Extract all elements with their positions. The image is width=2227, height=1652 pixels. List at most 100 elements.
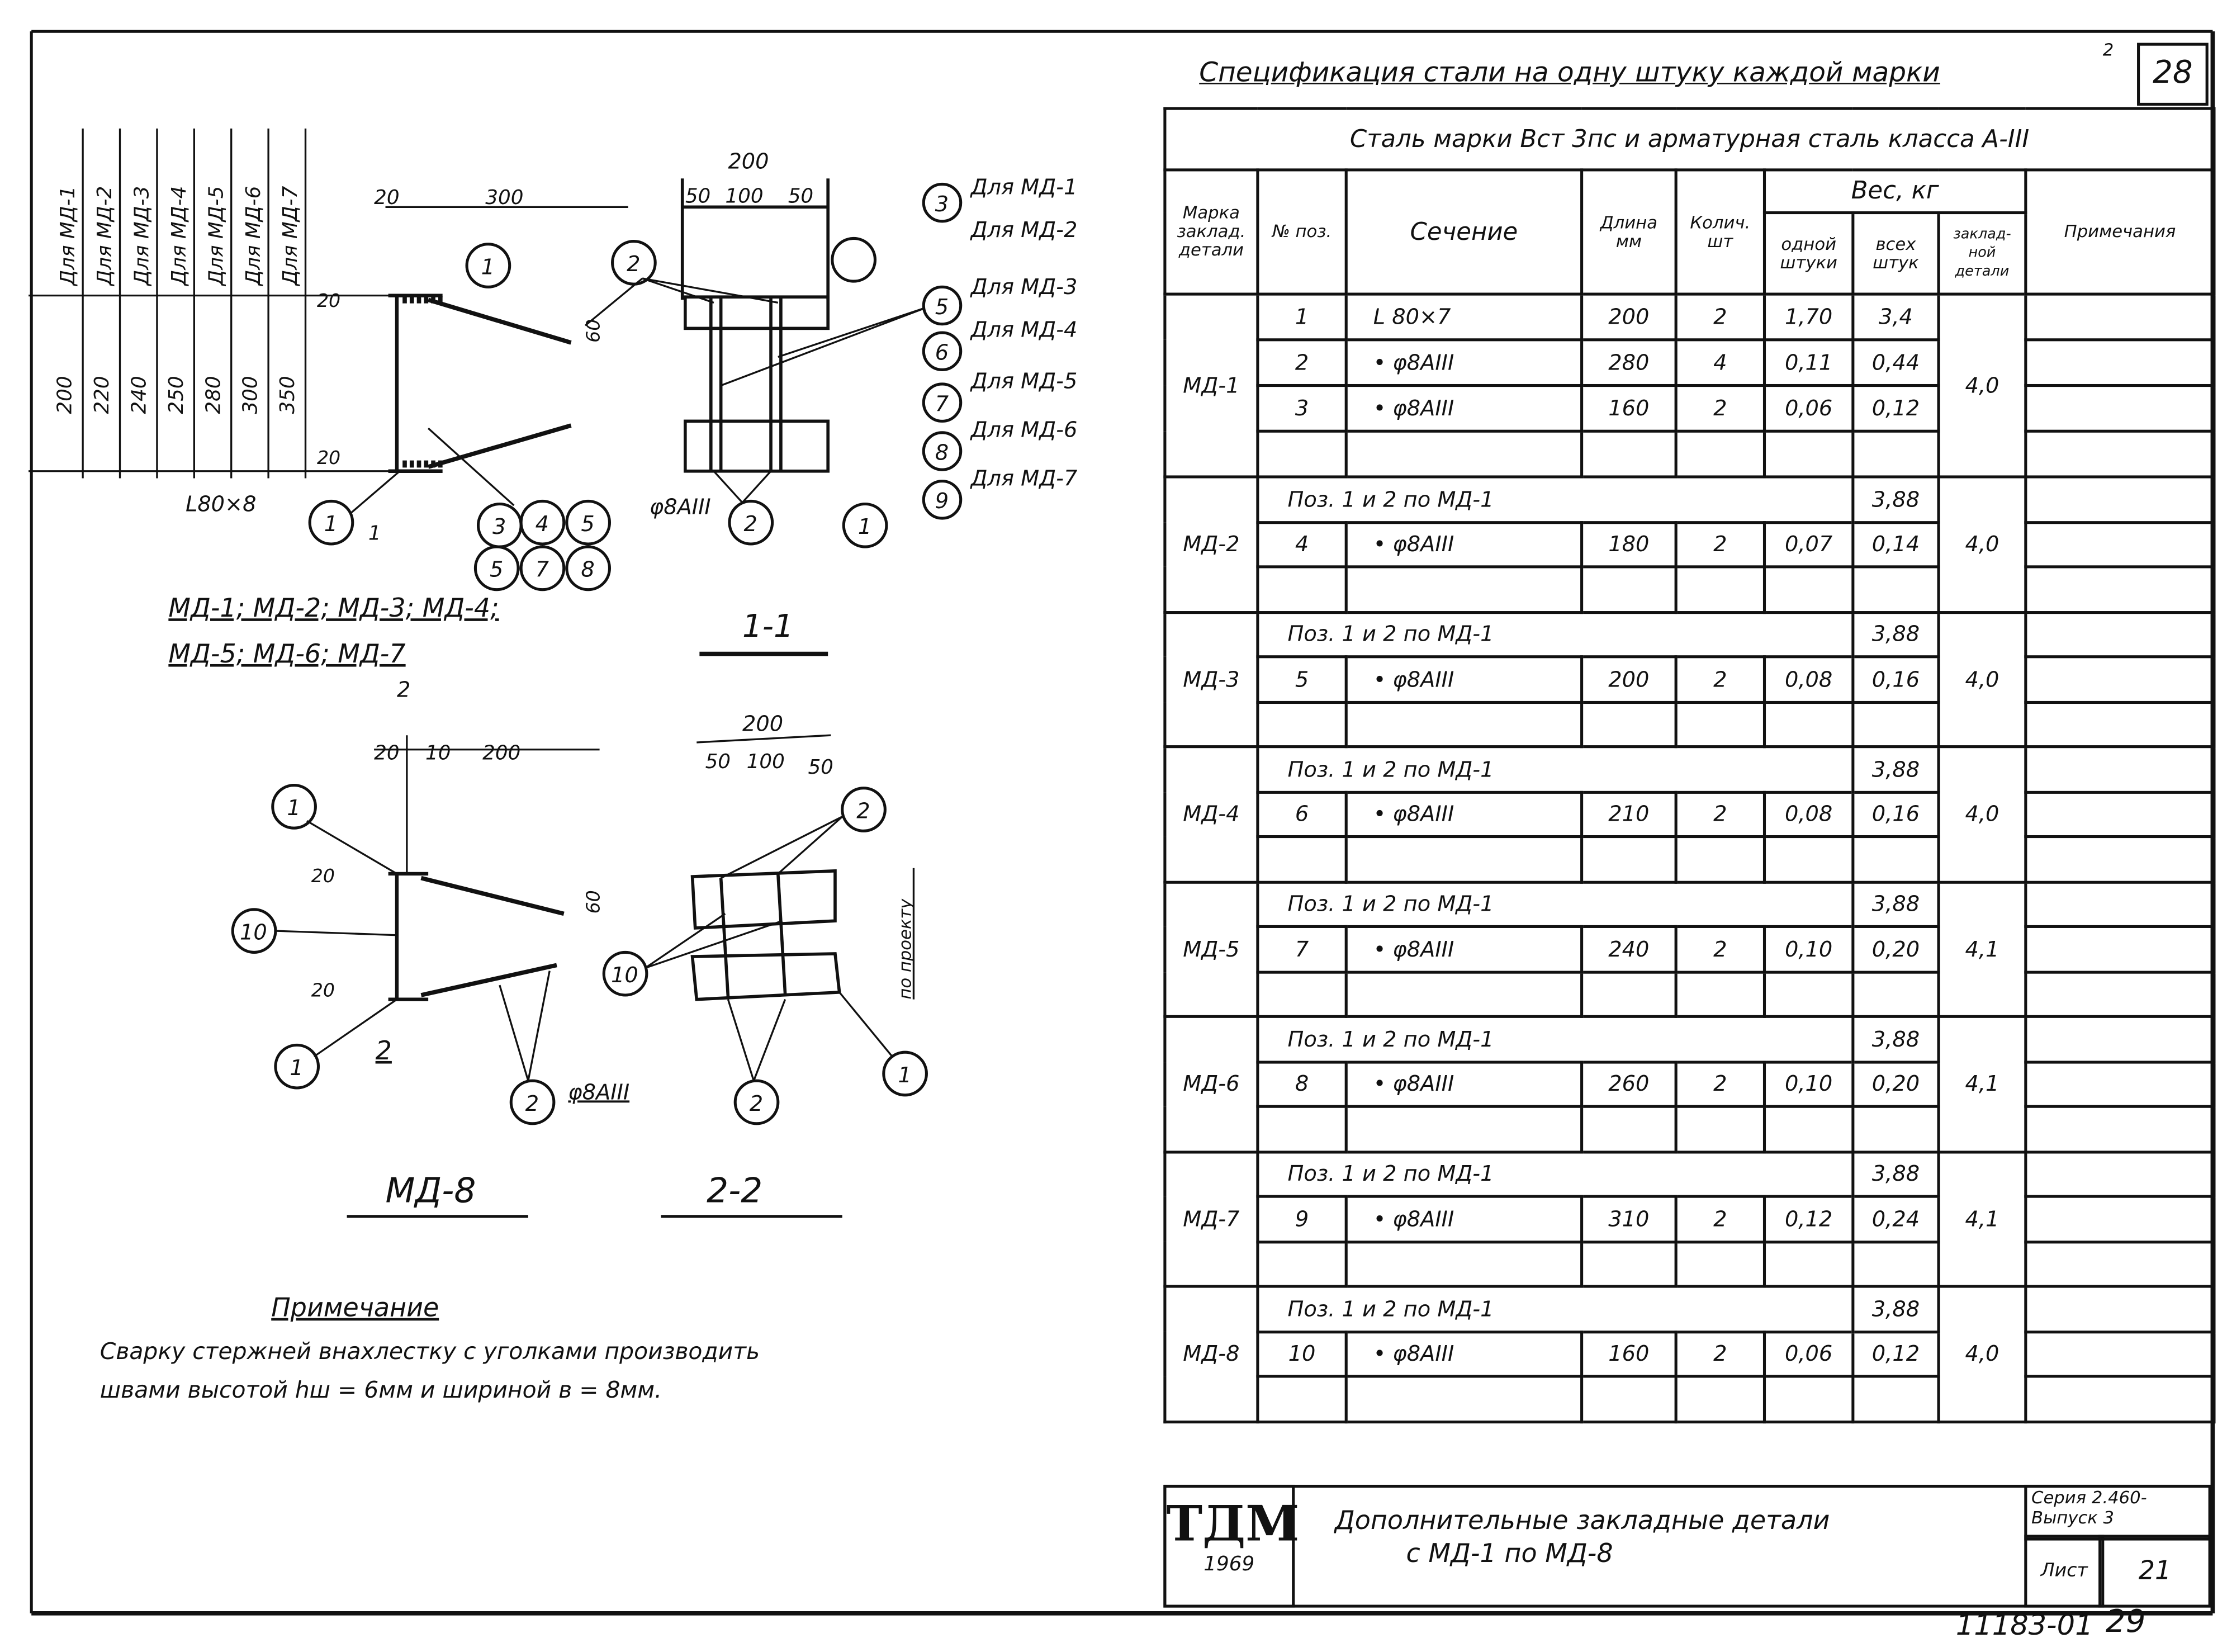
weight-all-cell: 3,4 bbox=[1851, 292, 1940, 342]
weight-all-cell: 3,88 bbox=[1851, 475, 1940, 523]
notes-cell bbox=[2024, 1150, 2216, 1198]
title-line-2: с МД-1 по МД-8 bbox=[1406, 1539, 1613, 1569]
mark-cell: МД-1 bbox=[1163, 292, 1259, 479]
variant-legend: 3 Для МД-1 Для МД-2 Для МД-3 5 Для МД-4 … bbox=[922, 174, 1078, 520]
leader-lines bbox=[349, 277, 928, 515]
qty-cell: 2 bbox=[1674, 1329, 1766, 1378]
pos-cell: 9 bbox=[1256, 1195, 1348, 1243]
dim-label: 300 bbox=[485, 186, 523, 209]
weight-all-cell: 0,16 bbox=[1851, 790, 1940, 839]
pos-cell: 5 bbox=[1256, 655, 1348, 703]
notes-cell bbox=[2024, 970, 2216, 1018]
dim-label: 10 bbox=[425, 742, 451, 765]
empty-cell bbox=[1674, 700, 1766, 749]
dim-label: 20 bbox=[317, 447, 340, 468]
qty-cell: 2 bbox=[1674, 655, 1766, 703]
page-number: 29 bbox=[2105, 1604, 2146, 1641]
legend-num: 5 bbox=[935, 295, 949, 320]
svg-text:5: 5 bbox=[490, 557, 503, 583]
legend-label: Для МД-7 bbox=[970, 466, 1078, 491]
weight-all-cell: 0,20 bbox=[1851, 925, 1940, 973]
qty-cell: 2 bbox=[1674, 520, 1766, 569]
notes-cell bbox=[2024, 745, 2216, 793]
spec-row bbox=[1165, 1105, 2216, 1153]
qty-cell: 4 bbox=[1674, 338, 1766, 387]
empty-cell bbox=[1674, 1105, 1766, 1153]
section-2-2-label: 2-2 bbox=[707, 1171, 762, 1210]
caption-md8: МД-8 bbox=[386, 1171, 476, 1210]
empty-cell bbox=[1344, 970, 1584, 1018]
total-weight-cell: 4,1 bbox=[1937, 1150, 2027, 1288]
plate-detail-md1-7 bbox=[388, 294, 572, 473]
legend-label: Для МД-6 bbox=[970, 417, 1078, 442]
svg-text:2: 2 bbox=[525, 1091, 539, 1116]
qty-cell: 2 bbox=[1674, 292, 1766, 342]
section-cell: • φ8AIII bbox=[1344, 384, 1584, 433]
notes-cell bbox=[2024, 565, 2216, 613]
variant-label: Для МД-2 bbox=[93, 186, 116, 287]
weight-one-cell: 0,11 bbox=[1762, 338, 1855, 387]
spec-row bbox=[1165, 429, 2216, 479]
by-project-label: по проекту bbox=[895, 898, 915, 1000]
section-1-1-label: 1-1 bbox=[742, 608, 794, 645]
header-weight-all: всех штук bbox=[1851, 211, 1940, 296]
svg-text:7: 7 bbox=[536, 557, 549, 583]
empty-cell bbox=[1851, 1375, 1940, 1423]
empty-cell bbox=[1851, 700, 1940, 749]
variant-label: Для МД-1 bbox=[56, 186, 79, 287]
legend-label: Для МД-3 bbox=[970, 274, 1078, 300]
pos-cell: 4 bbox=[1256, 520, 1348, 569]
svg-text:1: 1 bbox=[898, 1063, 911, 1088]
empty-cell bbox=[1762, 970, 1855, 1018]
section-cell: • φ8AIII bbox=[1344, 925, 1584, 973]
svg-text:4: 4 bbox=[536, 512, 549, 537]
empty-cell bbox=[1256, 1105, 1348, 1153]
dim-label: 200 bbox=[742, 712, 783, 737]
pos-cell: 1 bbox=[1256, 292, 1348, 342]
leader-lines-bottom bbox=[275, 816, 893, 1081]
variant-dim: 200 bbox=[54, 376, 77, 414]
weight-all-cell: 3,88 bbox=[1851, 1285, 1940, 1333]
empty-cell bbox=[1256, 429, 1348, 479]
empty-cell bbox=[1674, 970, 1766, 1018]
archive-number: 11183-01 bbox=[1955, 1607, 2093, 1642]
section-1-1 bbox=[680, 178, 830, 473]
empty-cell bbox=[1344, 565, 1584, 613]
note-line-2: швами высотой hш = 6мм и шириной в = 8мм… bbox=[100, 1376, 662, 1403]
spec-row bbox=[1165, 1375, 2216, 1423]
length-cell: 260 bbox=[1580, 1060, 1678, 1108]
total-weight-cell: 4,0 bbox=[1937, 292, 2027, 479]
empty-cell bbox=[1762, 565, 1855, 613]
legend-num: 8 bbox=[935, 440, 949, 465]
svg-text:1: 1 bbox=[858, 514, 871, 539]
variant-label: Для МД-6 bbox=[242, 186, 265, 287]
dim-label: 50 bbox=[808, 756, 833, 779]
svg-text:2: 2 bbox=[744, 512, 757, 537]
empty-cell bbox=[1851, 1105, 1940, 1153]
empty-cell bbox=[1851, 835, 1940, 883]
empty-cell bbox=[1674, 1240, 1766, 1288]
weight-one-cell: 0,10 bbox=[1762, 1060, 1855, 1108]
empty-cell bbox=[1344, 700, 1584, 749]
legend-num: 9 bbox=[935, 489, 949, 514]
mark-cell: МД-3 bbox=[1163, 610, 1259, 749]
empty-cell bbox=[1344, 1240, 1584, 1288]
cut-mark: 1 bbox=[368, 522, 381, 545]
reference-cell: Поз. 1 и 2 по МД-1 bbox=[1256, 475, 1855, 522]
svg-text:1: 1 bbox=[481, 254, 495, 280]
dim-label: 20 bbox=[311, 865, 335, 887]
empty-cell bbox=[1674, 429, 1766, 479]
header-length: Длина мм bbox=[1580, 168, 1678, 296]
empty-cell bbox=[1674, 835, 1766, 883]
dim-label: 100 bbox=[725, 185, 763, 208]
year: 1969 bbox=[1203, 1553, 1255, 1577]
variant-dim: 250 bbox=[165, 376, 188, 414]
notes-cell bbox=[2024, 429, 2216, 479]
